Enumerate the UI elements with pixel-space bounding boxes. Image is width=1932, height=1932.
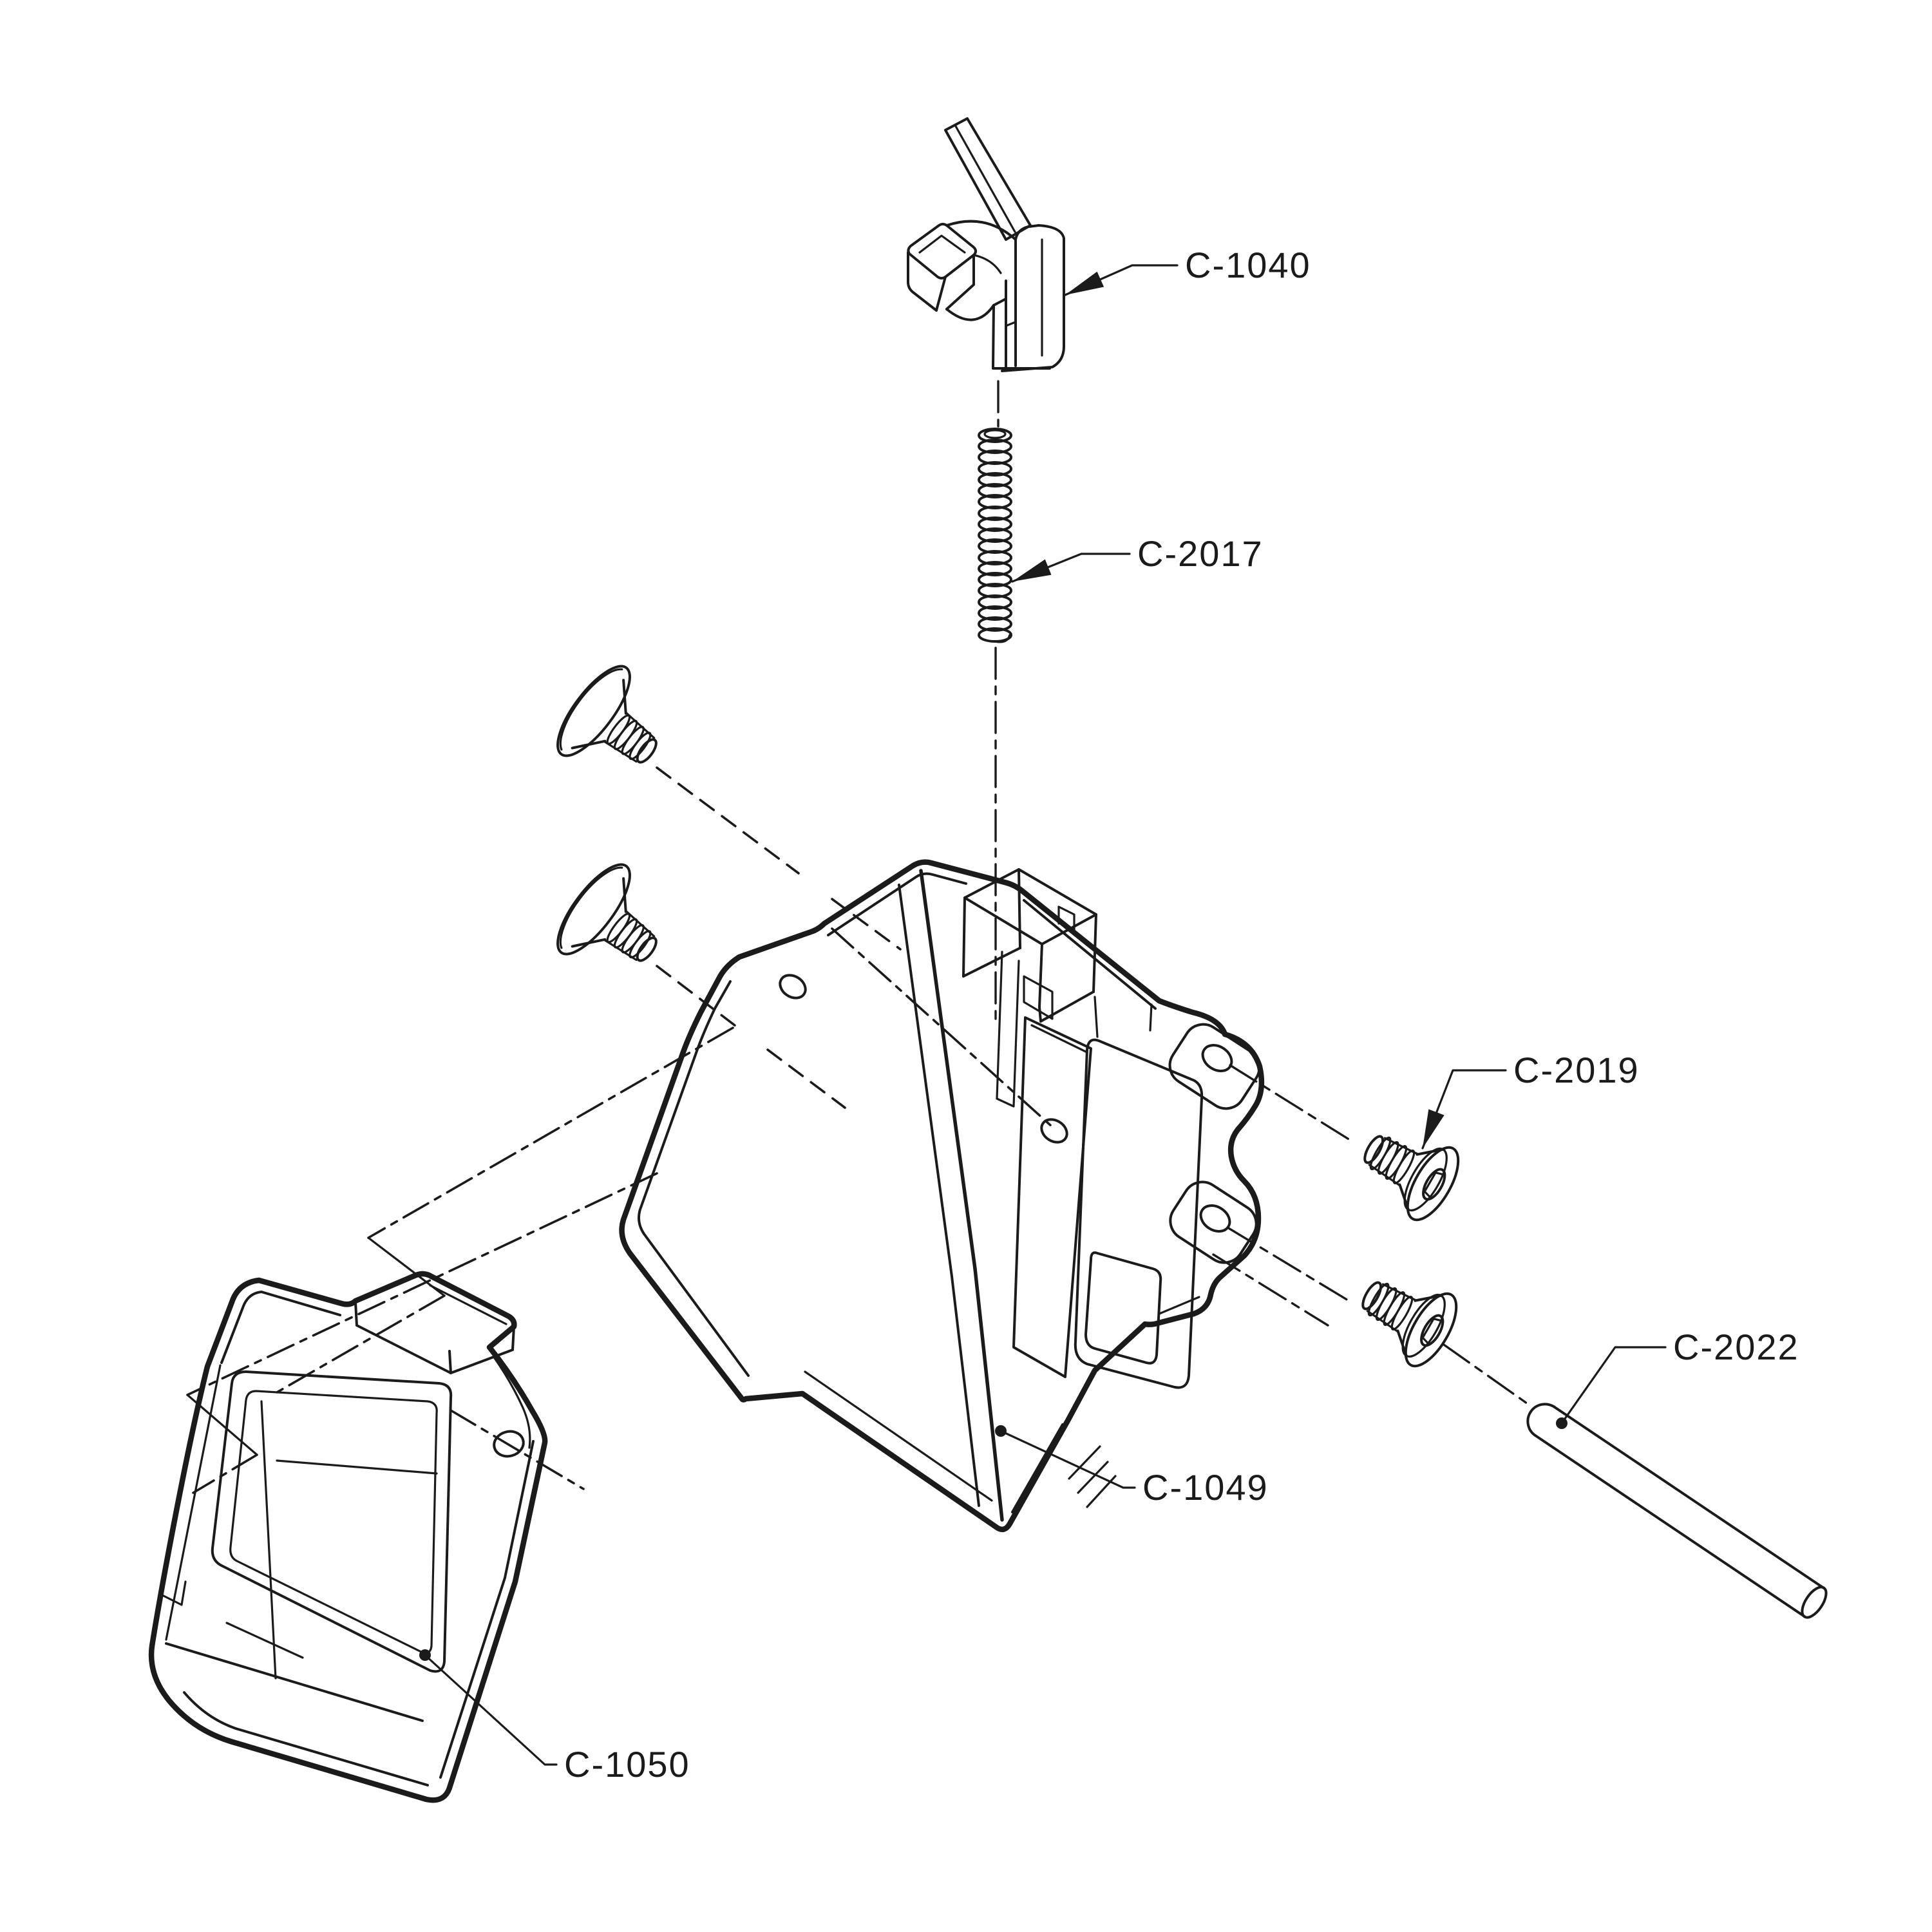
screw-right-axes xyxy=(1212,1064,1533,1408)
part-label-c2017: C-2017 xyxy=(1137,533,1264,574)
screw-c2019-lower xyxy=(1345,1256,1468,1376)
phantom-alignment-lines xyxy=(186,1027,734,1494)
part-label-c1040: C-1040 xyxy=(1185,245,1311,285)
part-label-c1049: C-1049 xyxy=(1142,1467,1269,1508)
part-c1049-body xyxy=(619,859,1265,1533)
callout-c1050: C-1050 xyxy=(419,1649,690,1785)
vertical-centerline xyxy=(994,380,999,1027)
callout-c1040: C-1040 xyxy=(1064,245,1311,296)
part-label-c2022: C-2022 xyxy=(1673,1327,1799,1367)
part-c1050-cover xyxy=(148,1271,548,1803)
arrowhead-c2019 xyxy=(1423,1109,1444,1148)
part-c1040-latch xyxy=(907,117,1065,372)
part-label-c2019: C-2019 xyxy=(1513,1050,1640,1090)
arrowhead-c2017 xyxy=(1012,559,1052,582)
screw-c2019-upper xyxy=(1347,1110,1470,1229)
arrowhead-c1040 xyxy=(1065,271,1104,295)
callout-c2019: C-2019 xyxy=(1421,1050,1640,1150)
screw-left-lower xyxy=(544,853,685,998)
callout-c2022: C-2022 xyxy=(1556,1327,1799,1429)
part-c2022-pin xyxy=(1526,1403,1828,1619)
callout-c1049: C-1049 xyxy=(995,1425,1269,1508)
screw-left-upper xyxy=(544,654,685,799)
part-label-c1050: C-1050 xyxy=(564,1744,690,1785)
screw-left-axes xyxy=(656,766,1052,1127)
callout-c2017: C-2017 xyxy=(1011,533,1264,583)
part-c2017-spring xyxy=(978,428,1012,643)
